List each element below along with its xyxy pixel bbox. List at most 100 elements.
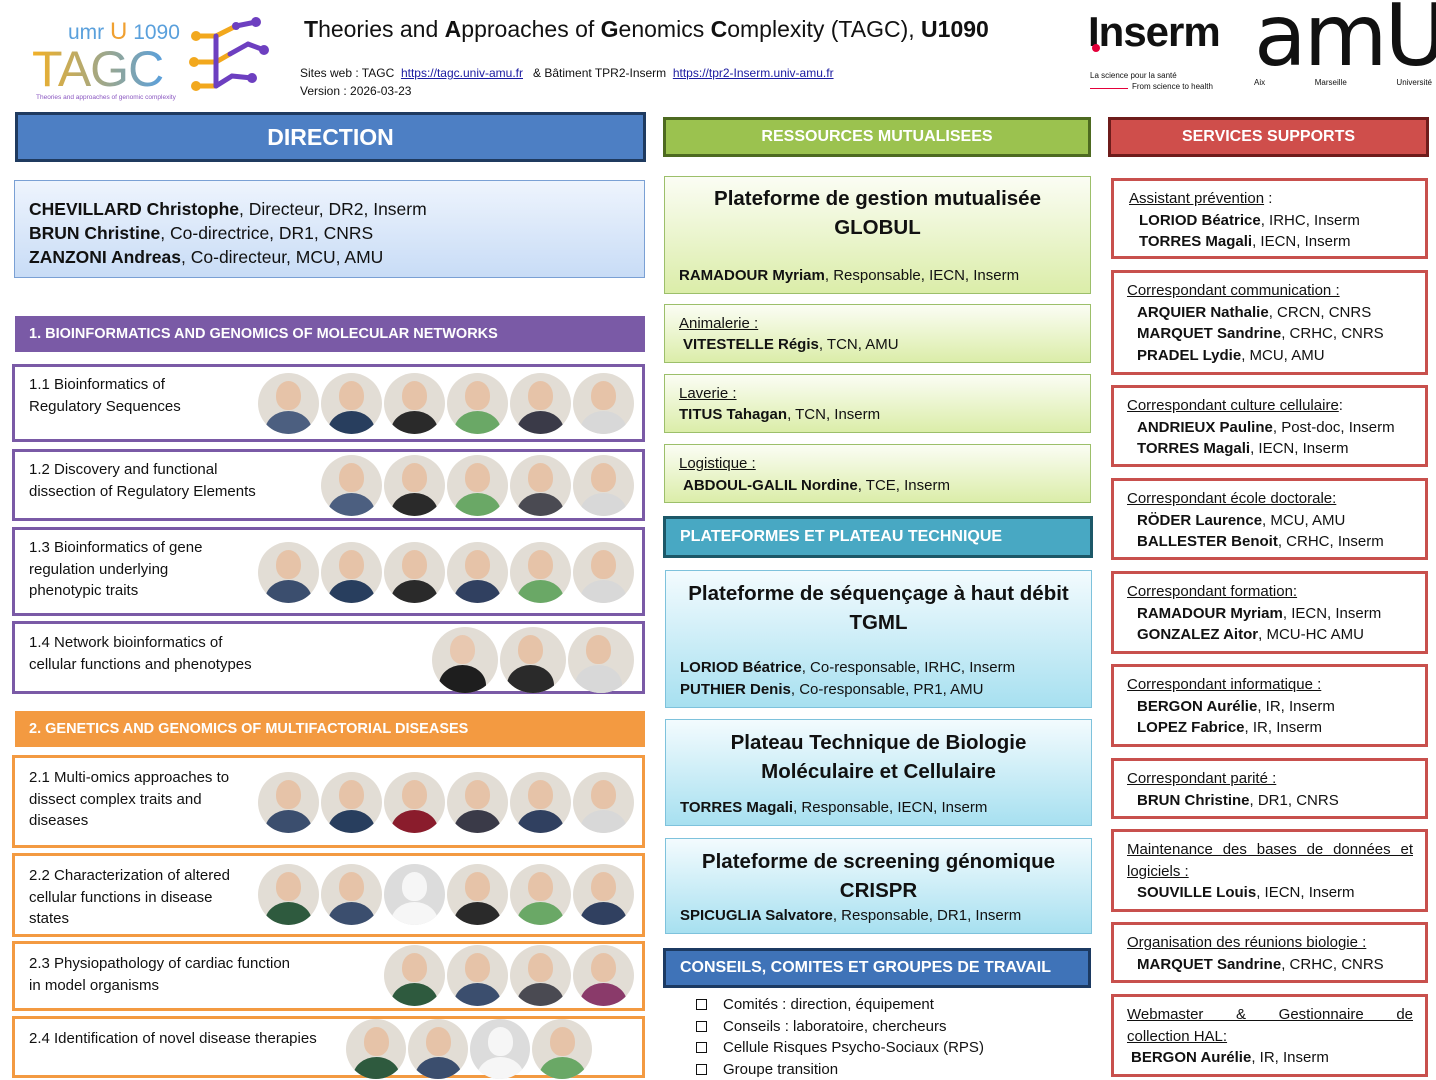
version-label: Version : 2026-03-23 <box>300 84 412 98</box>
service-reunions: Organisation des réunions biologie : MAR… <box>1111 922 1428 983</box>
member-photo <box>321 455 382 516</box>
team-box-2-1: 2.1 Multi-omics approaches to dissect co… <box>12 755 645 848</box>
conseils-banner: CONSEILS, COMITES ET GROUPES DE TRAVAIL <box>663 948 1091 988</box>
crispr-manager: SPICUGLIA Salvatore, Responsable, DR1, I… <box>680 905 1021 927</box>
inserm-tagline-en: From science to health <box>1132 82 1213 91</box>
inserm-wordmark: Inserm <box>1088 8 1221 55</box>
service-title-cont: collection HAL: <box>1127 1027 1228 1045</box>
animalerie-person: VITESTELLE Régis, TCN, AMU <box>683 334 899 356</box>
director-line: CHEVILLARD Christophe, Directeur, DR2, I… <box>29 197 630 221</box>
service-person: LORIOD Béatrice, IRHC, Inserm <box>1129 210 1413 232</box>
team-label-line: cellular functions in disease <box>29 888 213 906</box>
title-part-1: heories and <box>318 16 445 42</box>
logistique-person: ABDOUL-GALIL Nordine, TCE, Inserm <box>683 475 950 497</box>
member-photo <box>447 864 508 925</box>
conseil-item: Conseils : laboratoire, chercheurs <box>696 1016 984 1038</box>
ressources-banner: RESSOURCES MUTUALISEES <box>663 117 1091 157</box>
service-title: Correspondant culture cellulaire <box>1127 397 1339 414</box>
team-label-line: 1.1 Bioinformatics of <box>29 376 165 393</box>
service-title: Correspondant école doctorale: <box>1127 490 1337 507</box>
person-name: ARQUIER Nathalie <box>1137 303 1269 321</box>
service-person: ANDRIEUX Pauline, Post-doc, Inserm <box>1127 417 1413 439</box>
person-role: , Co-responsable, PR1, AMU <box>790 681 984 698</box>
conseil-label: Conseils : laboratoire, chercheurs <box>723 1017 947 1035</box>
molecule-icon <box>189 17 269 91</box>
service-person: BRUN Christine, DR1, CNRS <box>1127 790 1413 812</box>
service-person: RAMADOUR Myriam, IECN, Inserm <box>1127 603 1413 625</box>
team-photos <box>258 864 634 925</box>
person-name: LOPEZ Fabrice <box>1137 719 1245 736</box>
person-name: SPICUGLIA Salvatore <box>680 907 833 924</box>
title-part-4: omplexity (TAGC), <box>727 16 922 42</box>
service-title: Correspondant formation: <box>1127 583 1298 600</box>
person-role: , Responsable, DR1, Inserm <box>832 907 1022 924</box>
person-role: , Co-directrice, DR1, CNRS <box>160 223 374 243</box>
person-role: , IR, Inserm <box>1257 697 1335 715</box>
conseil-label: Groupe transition <box>723 1060 839 1078</box>
biomol-title: Plateau Technique de Biologie Moléculair… <box>666 728 1091 786</box>
inserm-dot-icon <box>1092 44 1100 52</box>
tagc-umr-text: umr <box>68 21 105 44</box>
team-photos <box>258 772 634 833</box>
team-label: 1.1 Bioinformatics of Regulatory Sequenc… <box>29 374 181 417</box>
person-name: BERGON Aurélie <box>1137 697 1258 715</box>
team-label-line: phenotypic traits <box>29 582 139 599</box>
service-person: PRADEL Lydie, MCU, AMU <box>1127 345 1413 367</box>
person-role: , MCU, AMU <box>1241 346 1325 364</box>
member-photo <box>510 542 571 603</box>
member-photo <box>573 772 634 833</box>
team-box-2-3: 2.3 Physiopathology of cardiac function … <box>12 941 645 1011</box>
person-name: LORIOD Béatrice <box>680 659 802 676</box>
tagc-logo-unit: umr U 1090 <box>68 18 180 46</box>
svg-text:TAGC: TAGC <box>32 41 163 97</box>
service-person: BALLESTER Benoit, CRHC, Inserm <box>1127 531 1413 553</box>
person-name: PUTHIER Denis <box>680 681 791 698</box>
plateformes-banner: PLATEFORMES ET PLATEAU TECHNIQUE <box>663 516 1093 558</box>
person-role: , Responsable, IECN, Inserm <box>793 799 988 816</box>
laverie-person: TITUS Tahagan, TCN, Inserm <box>679 404 880 426</box>
person-role: , Post-doc, Inserm <box>1272 418 1395 436</box>
crispr-box: Plateforme de screening génomique CRISPR… <box>665 838 1092 934</box>
tagc-site-link[interactable]: https://tagc.univ-amu.fr <box>400 66 523 80</box>
team-label: 1.4 Network bioinformatics of cellular f… <box>29 632 252 675</box>
member-photo <box>384 455 445 516</box>
member-photo <box>346 1019 406 1079</box>
service-title-tail: : <box>1264 190 1273 207</box>
team-label-line: in model organisms <box>29 976 160 994</box>
member-photo <box>408 1019 468 1079</box>
person-role: , IECN, Inserm <box>1282 604 1382 622</box>
section2-header: 2. GENETICS AND GENOMICS OF MULTIFACTORI… <box>15 711 645 747</box>
title-letter-a: A <box>444 16 462 42</box>
member-photo <box>532 1019 592 1079</box>
team-label-line: 1.3 Bioinformatics of gene <box>29 539 203 556</box>
person-name: BALLESTER Benoit <box>1137 533 1278 550</box>
title-letter-g: G <box>600 16 619 42</box>
member-photo <box>321 772 382 833</box>
service-person: GONZALEZ Aitor, MCU-HC AMU <box>1127 624 1413 646</box>
title-letter-t: T <box>304 16 319 42</box>
member-photo <box>258 864 319 925</box>
service-person: SOUVILLE Louis, IECN, Inserm <box>1127 882 1413 904</box>
person-role: , MCU, AMU <box>1262 511 1346 529</box>
member-photo <box>573 455 634 516</box>
person-role: , TCN, AMU <box>818 336 899 353</box>
team-label-line: dissect complex traits and <box>29 790 202 808</box>
amu-sub-marseille: Marseille <box>1314 78 1347 87</box>
team-box-1-4: 1.4 Network bioinformatics of cellular f… <box>12 621 645 694</box>
service-title: Assistant prévention <box>1129 190 1265 207</box>
service-title-cont: logiciels : <box>1127 862 1189 880</box>
tgml-title-line: Plateforme de séquençage à haut débit <box>688 582 1069 605</box>
team-photos <box>321 455 634 516</box>
service-parite: Correspondant parité : BRUN Christine, D… <box>1111 758 1428 819</box>
member-photo <box>447 455 508 516</box>
globul-title: Plateforme de gestion mutualisée GLOBUL <box>665 184 1090 242</box>
team-label-line: 2.4 Identification of novel disease ther… <box>29 1030 317 1047</box>
codirector-line: ZANZONI Andreas, Co-directeur, MCU, AMU <box>29 245 630 269</box>
member-photo <box>573 542 634 603</box>
person-name: TORRES Magali <box>1139 233 1253 250</box>
person-role: , IRHC, Inserm <box>1260 211 1360 229</box>
person-name: RAMADOUR Myriam <box>1137 604 1283 622</box>
tpr2-site-link[interactable]: https://tpr2-Inserm.univ-amu.fr <box>672 66 834 80</box>
tgml-box: Plateforme de séquençage à haut débit TG… <box>665 570 1092 708</box>
team-label: 2.2 Characterization of altered cellular… <box>29 865 230 930</box>
